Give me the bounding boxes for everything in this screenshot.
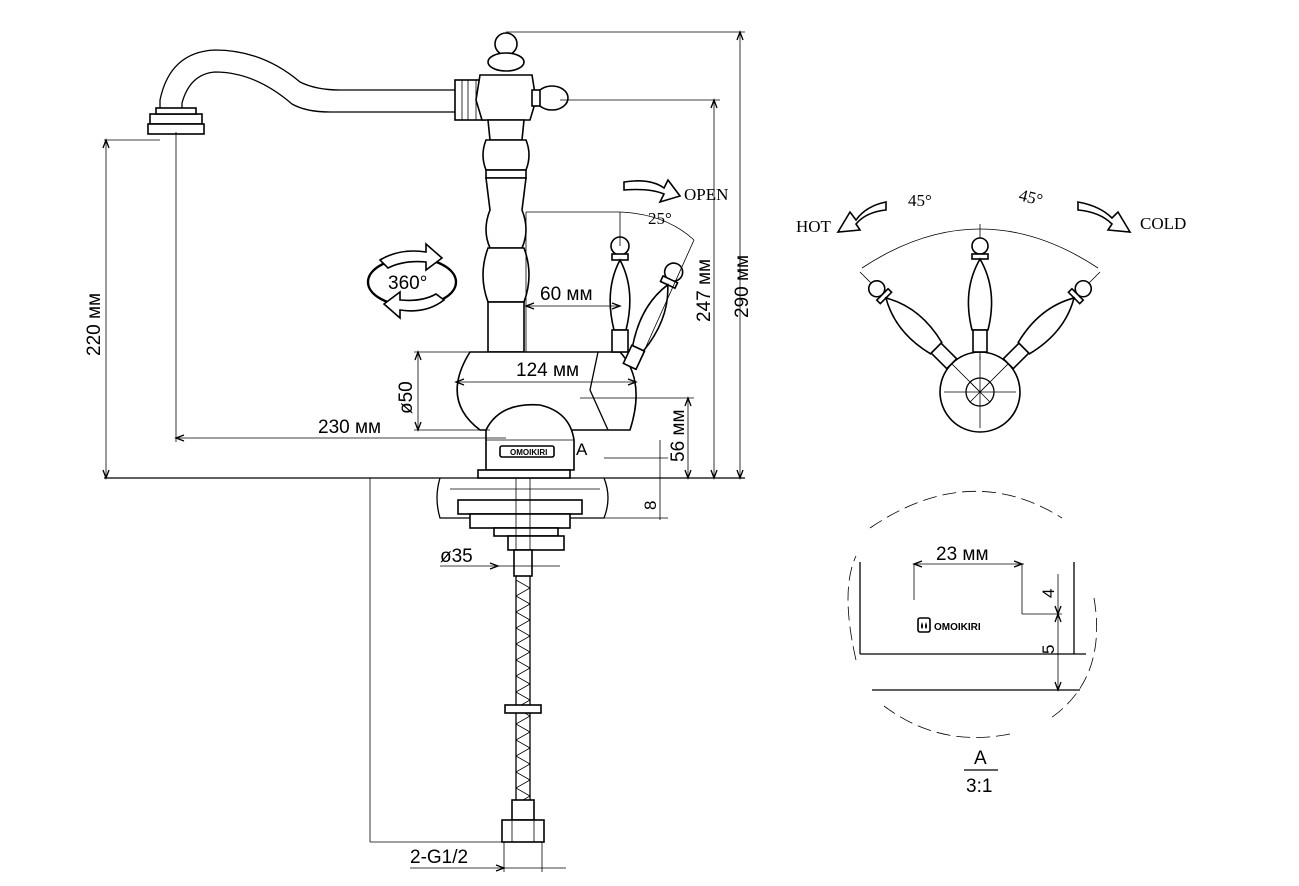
detail-scale: 3:1 [966,776,992,797]
rotation-label: 360° [388,273,427,294]
handle-cold [1002,279,1093,370]
handle-hot [867,279,958,370]
dimension-lines [102,30,745,872]
detail-marker: A [576,440,588,459]
open-label: OPEN [684,185,728,204]
detail-dim-width: 23 мм [936,544,989,565]
spout [147,49,486,135]
detail-dim-top: 4 [1039,589,1058,598]
dim-spout-clearance: 220 мм [84,293,105,356]
open-arrow-icon: OPEN [623,178,728,204]
top-view: HOT COLD 45° 45° [796,185,1186,433]
dim-body-diameter: ø50 [396,381,417,414]
cold-angle: 45° [1017,185,1045,209]
dim-hole-diameter: ø35 [440,546,473,567]
dim-spout-reach: 230 мм [318,417,381,438]
cold-label: COLD [1140,214,1186,233]
faucet-column [475,32,569,353]
side-view: OMOIKIRI A [84,30,753,872]
dim-base-height: 56 мм [668,409,689,462]
detail-title: A [974,748,987,769]
dim-body-length: 124 мм [516,360,579,381]
open-angle: 25° [648,209,672,228]
dim-spout-axis-height: 247 мм [694,259,715,322]
dimension-labels: 290 мм 247 мм 220 мм ø50 230 мм 124 мм 6… [84,209,753,868]
dim-handle-offset: 60 мм [540,284,593,305]
lever-handles [609,236,684,371]
detail-view-a: OMOIKIRI 23 мм 4 5 A 3:1 [847,490,1097,797]
handle-center [967,237,993,353]
countertop [104,477,745,519]
rotation-360-icon: 360° [366,242,458,320]
dim-total-height: 290 мм [732,255,753,318]
brand-logo: OMOIKIRI [510,448,547,457]
braided-hose [501,576,545,843]
detail-dim-bottom: 5 [1039,645,1058,654]
faucet-body: OMOIKIRI A [456,351,637,479]
hot-arrow-icon [836,201,887,233]
mounting-hardware [457,478,583,577]
cold-arrow-icon [1077,201,1132,233]
dim-max-thickness: 8 [641,501,660,510]
hot-angle: 45° [908,191,932,210]
detail-brand: OMOIKIRI [934,622,981,633]
detail-logo-icon [917,617,931,633]
dim-connection: 2-G1/2 [410,847,468,868]
hot-label: HOT [796,217,832,236]
